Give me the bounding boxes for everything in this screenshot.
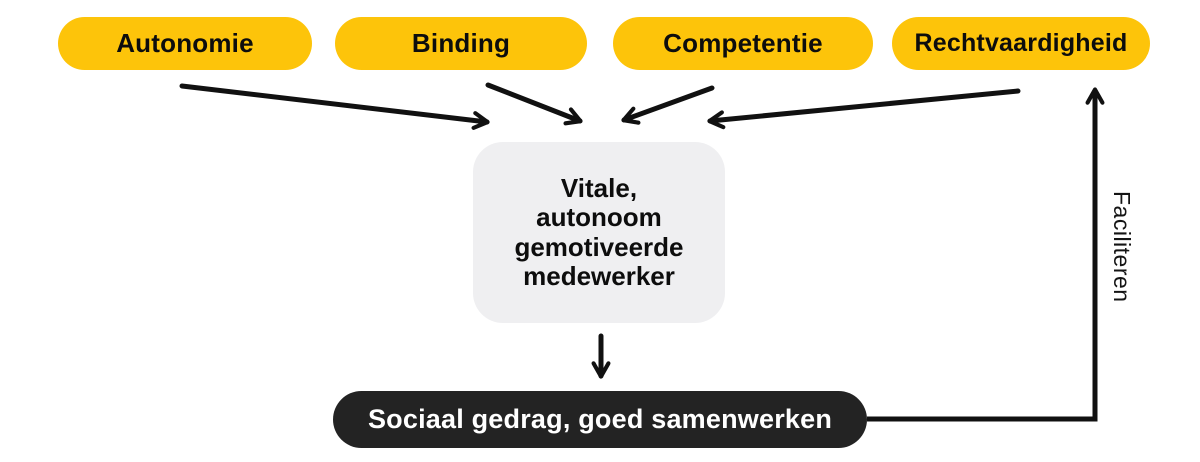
arrow-rechtvaardigheid-to-center [707, 88, 1021, 130]
arrow-binding-to-center [485, 82, 583, 126]
feedback-label-faciliteren: Faciliteren [1109, 191, 1135, 303]
arrow-competentie-to-center [621, 85, 715, 125]
factor-pill-autonomie: Autonomie [58, 17, 312, 70]
factor-pill-rechtvaardigheid: Rechtvaardigheid [892, 17, 1150, 70]
outcome-label: Sociaal gedrag, goed samenwerken [367, 404, 833, 434]
center-box-motivated-employee: Vitale, autonoom gemotiveerde medewerker [473, 142, 725, 323]
arrow-autonomie-to-center [179, 83, 490, 130]
factor-label-autonomie: Autonomie [116, 28, 254, 58]
factor-pill-binding: Binding [335, 17, 587, 70]
factor-pill-competentie: Competentie [613, 17, 873, 70]
feedback-line-outcome-to-rechtvaardigheid [867, 87, 1105, 422]
outcome-pill-social-behavior: Sociaal gedrag, goed samenwerken [333, 391, 867, 448]
factor-label-binding: Binding [411, 28, 511, 58]
center-box-text: Vitale, autonoom gemotiveerde medewerker [514, 173, 684, 291]
factor-label-competentie: Competentie [663, 28, 823, 58]
factor-label-rechtvaardigheid: Rechtvaardigheid [914, 29, 1128, 57]
